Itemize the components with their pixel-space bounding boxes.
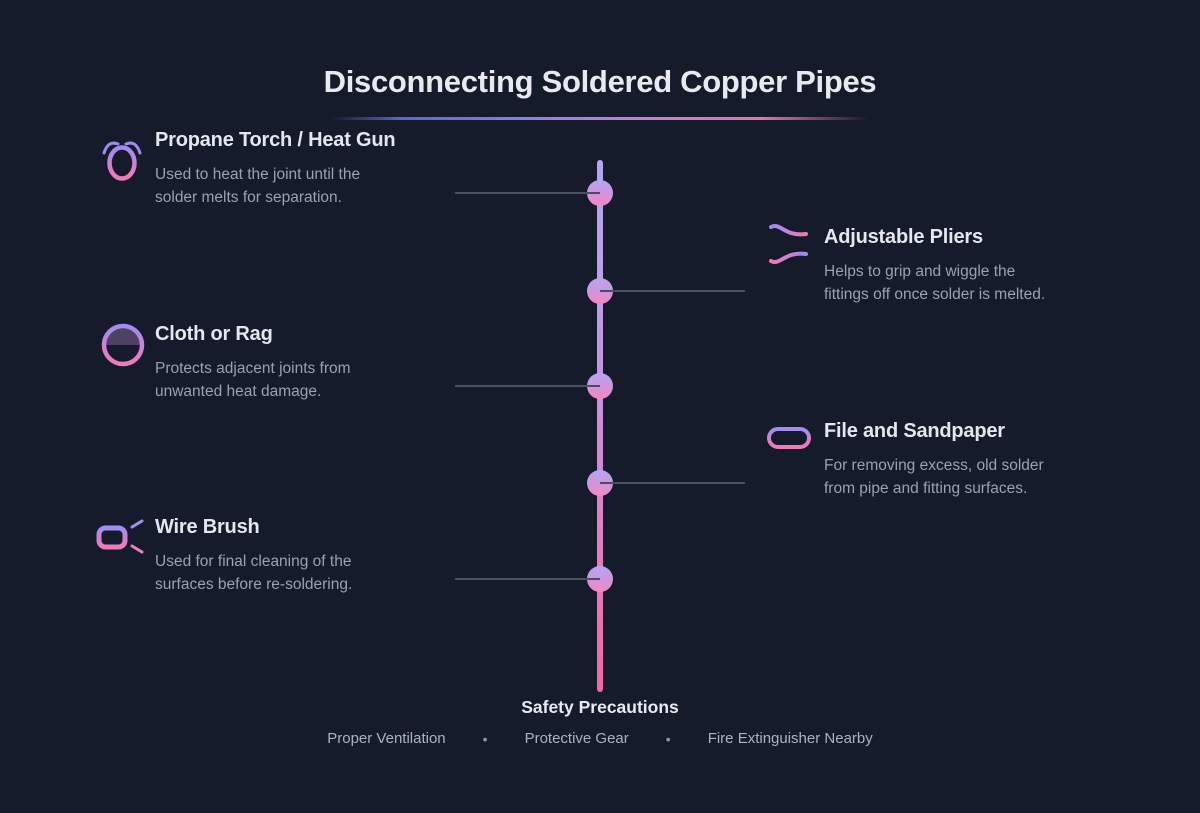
safety-item: Proper Ventilation: [327, 730, 446, 747]
tool-description: Used for final cleaning of the surfaces …: [155, 553, 353, 593]
bullet-separator: •: [482, 730, 488, 747]
connector-line: [600, 482, 745, 484]
tool-title: Adjustable Pliers: [824, 226, 983, 248]
tool-title: Cloth or Rag: [155, 323, 273, 345]
tool-entry-file-and-sandpaper: File and Sandpaper For removing excess, …: [824, 420, 1124, 500]
safety-item: Fire Extinguisher Nearby: [707, 730, 873, 747]
bullet-separator: •: [665, 730, 671, 747]
file-sandpaper-icon: [766, 422, 812, 459]
safety-item: Protective Gear: [524, 730, 629, 747]
tool-title: Propane Torch / Heat Gun: [155, 129, 396, 151]
safety-precautions-title: Safety Precautions: [521, 697, 679, 717]
tool-description: Used to heat the joint until the solder …: [155, 166, 361, 206]
tool-entry-wire-brush: Wire Brush Used for final cleaning of th…: [155, 516, 435, 596]
timeline-line: [597, 160, 603, 692]
tool-description: For removing excess, old solder from pip…: [824, 457, 1044, 497]
tool-title: File and Sandpaper: [824, 420, 1005, 442]
connector-line: [455, 578, 600, 580]
tool-entry-adjustable-pliers: Adjustable Pliers Helps to grip and wigg…: [824, 226, 1124, 306]
connector-line: [600, 290, 745, 292]
torch-icon: [98, 132, 146, 187]
tool-title: Wire Brush: [155, 516, 260, 538]
title-gradient-divider: [332, 117, 868, 120]
safety-precautions-list: Proper Ventilation • Protective Gear • F…: [0, 730, 1200, 747]
connector-line: [455, 192, 600, 194]
tool-description: Helps to grip and wiggle the fittings of…: [824, 263, 1046, 303]
connector-line: [455, 385, 600, 387]
cloth-icon: [100, 322, 146, 373]
tool-entry-propane-torch: Propane Torch / Heat Gun Used to heat th…: [155, 129, 435, 209]
tool-entry-cloth-or-rag: Cloth or Rag Protects adjacent joints fr…: [155, 323, 435, 403]
tool-description: Protects adjacent joints from unwanted h…: [155, 360, 351, 400]
pliers-icon: [766, 220, 814, 273]
wire-brush-icon: [96, 516, 146, 565]
page-title: Disconnecting Soldered Copper Pipes: [323, 64, 877, 99]
